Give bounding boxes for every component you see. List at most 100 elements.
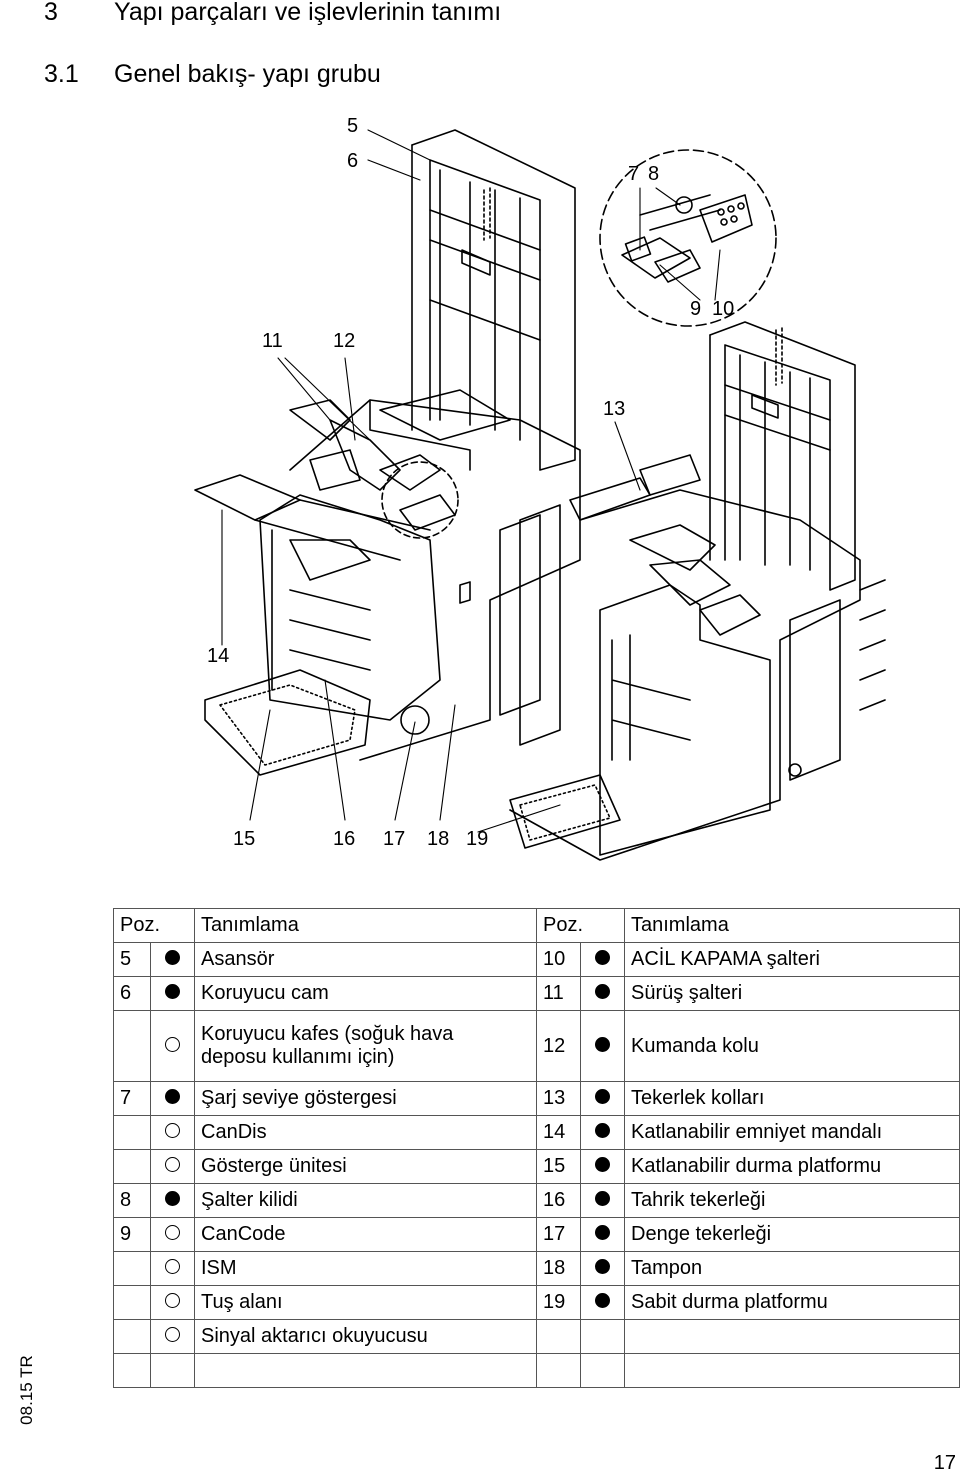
- cell-pos-right: 13: [536, 1081, 581, 1116]
- legend-row: Koruyucu kafes (soğuk hava deposu kullan…: [113, 1010, 960, 1082]
- cell-pos-right: 11: [536, 976, 581, 1011]
- cell-desc-left: CanDis: [194, 1115, 537, 1150]
- cell-pos-left: 9: [113, 1217, 151, 1252]
- filled-circle-icon: [595, 984, 610, 999]
- cell-pos-right: 10: [536, 942, 581, 977]
- callout-7: 7: [628, 163, 640, 185]
- open-circle-icon: [165, 1123, 180, 1138]
- cell-desc-left: Şarj seviye göstergesi: [194, 1081, 537, 1116]
- cell-pos-left: [113, 1010, 151, 1082]
- cell-marker-left: [150, 1251, 195, 1286]
- cell-marker-left: [150, 942, 195, 977]
- cell-desc-left: Şalter kilidi: [194, 1183, 537, 1218]
- header-desc-left: Tanımlama: [194, 908, 537, 943]
- filled-circle-icon: [165, 1191, 180, 1206]
- cell-marker-right: [580, 1353, 625, 1388]
- cell-desc-right: Katlanabilir emniyet mandalı: [624, 1115, 960, 1150]
- cell-desc-left: Sinyal aktarıcı okuyucusu: [194, 1319, 537, 1354]
- cell-desc-right: Sabit durma platformu: [624, 1285, 960, 1320]
- filled-circle-icon: [165, 950, 180, 965]
- callout-6: 6: [347, 150, 359, 172]
- cell-desc-right: Sürüş şalteri: [624, 976, 960, 1011]
- open-circle-icon: [165, 1327, 180, 1342]
- cell-marker-right: [580, 1217, 625, 1252]
- cell-desc-right: Tahrik tekerleği: [624, 1183, 960, 1218]
- cell-marker-left: [150, 976, 195, 1011]
- callout-10: 10: [712, 298, 735, 320]
- cell-desc-right: [624, 1319, 960, 1354]
- cell-pos-right: [536, 1353, 581, 1388]
- cell-pos-left: [113, 1353, 151, 1388]
- cell-pos-right: 17: [536, 1217, 581, 1252]
- callout-12: 12: [333, 330, 356, 352]
- filled-circle-icon: [595, 1293, 610, 1308]
- filled-circle-icon: [165, 1089, 180, 1104]
- open-circle-icon: [165, 1225, 180, 1240]
- cell-desc-left: [194, 1353, 537, 1388]
- cell-marker-right: [580, 1319, 625, 1354]
- cell-marker-right: [580, 1149, 625, 1184]
- truck-illustration: [194, 129, 886, 861]
- mast-left: [411, 129, 576, 471]
- cell-desc-left: Koruyucu kafes (soğuk hava deposu kullan…: [194, 1010, 537, 1082]
- filled-circle-icon: [595, 950, 610, 965]
- open-circle-icon: [165, 1036, 180, 1052]
- cell-marker-right: [580, 1010, 625, 1082]
- cell-marker-right: [580, 1285, 625, 1320]
- section-number: 3: [44, 0, 58, 26]
- cell-marker-left: [150, 1010, 195, 1082]
- cell-pos-left: [113, 1285, 151, 1320]
- cell-marker-left: [150, 1319, 195, 1354]
- open-circle-icon: [165, 1259, 180, 1274]
- cell-marker-left: [150, 1081, 195, 1116]
- cell-pos-left: 6: [113, 976, 151, 1011]
- cell-marker-left: [150, 1285, 195, 1320]
- cell-marker-left: [150, 1183, 195, 1218]
- cell-marker-left: [150, 1149, 195, 1184]
- filled-circle-icon: [165, 984, 180, 999]
- cell-desc-right: Tekerlek kolları: [624, 1081, 960, 1116]
- cell-pos-right: 15: [536, 1149, 581, 1184]
- filled-circle-icon: [595, 1089, 610, 1104]
- cell-desc-right: Kumanda kolu: [624, 1010, 960, 1082]
- cell-pos-left: 7: [113, 1081, 151, 1116]
- section-title: Yapı parçaları ve işlevlerinin tanımı: [114, 0, 502, 26]
- cell-pos-left: 5: [113, 942, 151, 977]
- filled-circle-icon: [595, 1123, 610, 1138]
- cell-desc-left: Gösterge ünitesi: [194, 1149, 537, 1184]
- cell-desc-left: Tuş alanı: [194, 1285, 537, 1320]
- cell-marker-right: [580, 1183, 625, 1218]
- cell-pos-right: 12: [536, 1010, 581, 1082]
- callout-9: 9: [690, 298, 702, 320]
- callout-17: 17: [383, 828, 406, 850]
- filled-circle-icon: [595, 1157, 610, 1172]
- truck-right-body: [509, 454, 886, 861]
- cell-desc-left: CanCode: [194, 1217, 537, 1252]
- open-circle-icon: [165, 1157, 180, 1172]
- callout-15: 15: [233, 828, 256, 850]
- mast-right: [709, 321, 856, 591]
- filled-circle-icon: [595, 1225, 610, 1240]
- cell-pos-right: 19: [536, 1285, 581, 1320]
- cell-marker-right: [580, 942, 625, 977]
- header-desc-right: Tanımlama: [624, 908, 960, 943]
- cell-pos-right: 14: [536, 1115, 581, 1150]
- cell-marker-left: [150, 1353, 195, 1388]
- callout-18: 18: [427, 828, 450, 850]
- legend-row: [113, 1353, 960, 1388]
- cell-marker-right: [580, 1115, 625, 1150]
- open-circle-icon: [165, 1293, 180, 1308]
- callout-16: 16: [333, 828, 356, 850]
- header-pos-right: Poz.: [536, 908, 625, 943]
